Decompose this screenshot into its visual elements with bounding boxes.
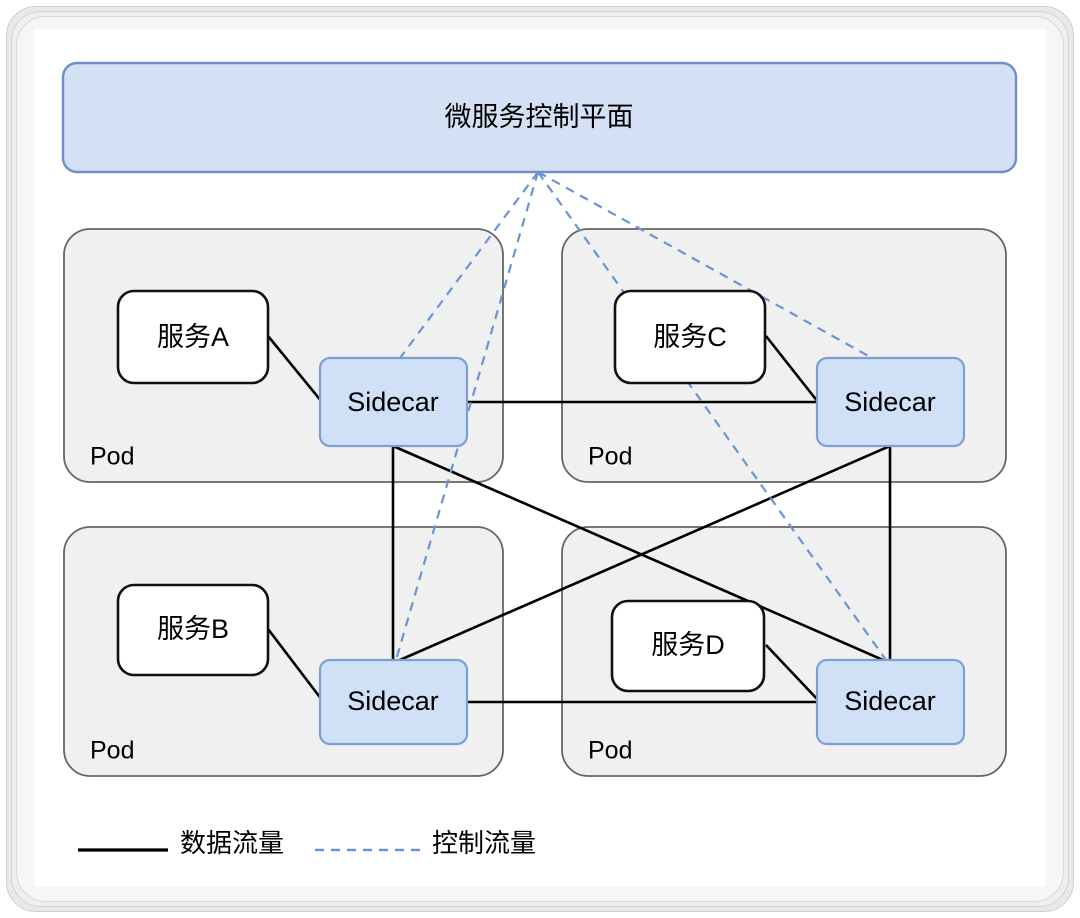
- service-d-shape: [610, 599, 766, 693]
- edge-control-plane-to-sidecar-a: [399, 171, 539, 359]
- service-b-label: 服务B: [157, 614, 229, 644]
- sidecar-a-node[interactable]: Sidecar: [318, 356, 469, 448]
- service-c-label: 服务C: [653, 322, 727, 352]
- service-b-node[interactable]: 服务B: [116, 583, 270, 677]
- control-plane-label: 微服务控制平面: [445, 102, 634, 132]
- edge-service-b-to-sidecar-b: [266, 628, 324, 701]
- control-plane-shape: [61, 61, 1018, 174]
- edge-sidecar-c-to-sidecar-b: [392, 444, 891, 665]
- legend-control-traffic-label: 控制流量: [432, 828, 536, 858]
- sidecar-c-node[interactable]: Sidecar: [815, 356, 966, 448]
- sidecar-d-label: Sidecar: [844, 686, 936, 716]
- service-d-node[interactable]: 服务D: [610, 599, 766, 693]
- edge-control-plane-to-sidecar-b: [394, 171, 540, 661]
- sidecar-c-shape: [815, 356, 966, 448]
- sidecar-c-label: Sidecar: [844, 387, 936, 417]
- control-plane-node[interactable]: 微服务控制平面: [61, 61, 1018, 174]
- pod-b-label: Pod: [90, 737, 134, 765]
- edge-service-c-to-sidecar-c: [764, 335, 820, 403]
- sidecar-b-label: Sidecar: [347, 686, 439, 716]
- sidecar-a-label: Sidecar: [347, 387, 439, 417]
- sidecar-a-shape: [318, 356, 469, 448]
- sidecar-d-shape: [815, 658, 966, 746]
- legend-data-traffic-label: 数据流量: [180, 828, 284, 858]
- service-b-shape: [116, 583, 270, 677]
- pod-d-label: Pod: [588, 737, 632, 765]
- edge-service-d-to-sidecar-d: [765, 644, 819, 701]
- sidecar-b-shape: [318, 658, 469, 746]
- legend: 数据流量 控制流量: [78, 828, 536, 858]
- sidecar-b-node[interactable]: Sidecar: [318, 658, 469, 746]
- service-c-shape: [613, 289, 767, 385]
- service-a-label: 服务A: [157, 322, 229, 352]
- service-a-node[interactable]: 服务A: [116, 289, 270, 385]
- sidecar-d-node[interactable]: Sidecar: [815, 658, 966, 746]
- pod-a-label: Pod: [90, 443, 134, 471]
- edge-control-plane-to-sidecar-d: [537, 171, 887, 661]
- service-a-shape: [116, 289, 270, 385]
- pod-c-label: Pod: [588, 443, 632, 471]
- edge-service-a-to-sidecar-a: [266, 335, 324, 403]
- service-d-label: 服务D: [651, 630, 725, 660]
- service-c-node[interactable]: 服务C: [613, 289, 767, 385]
